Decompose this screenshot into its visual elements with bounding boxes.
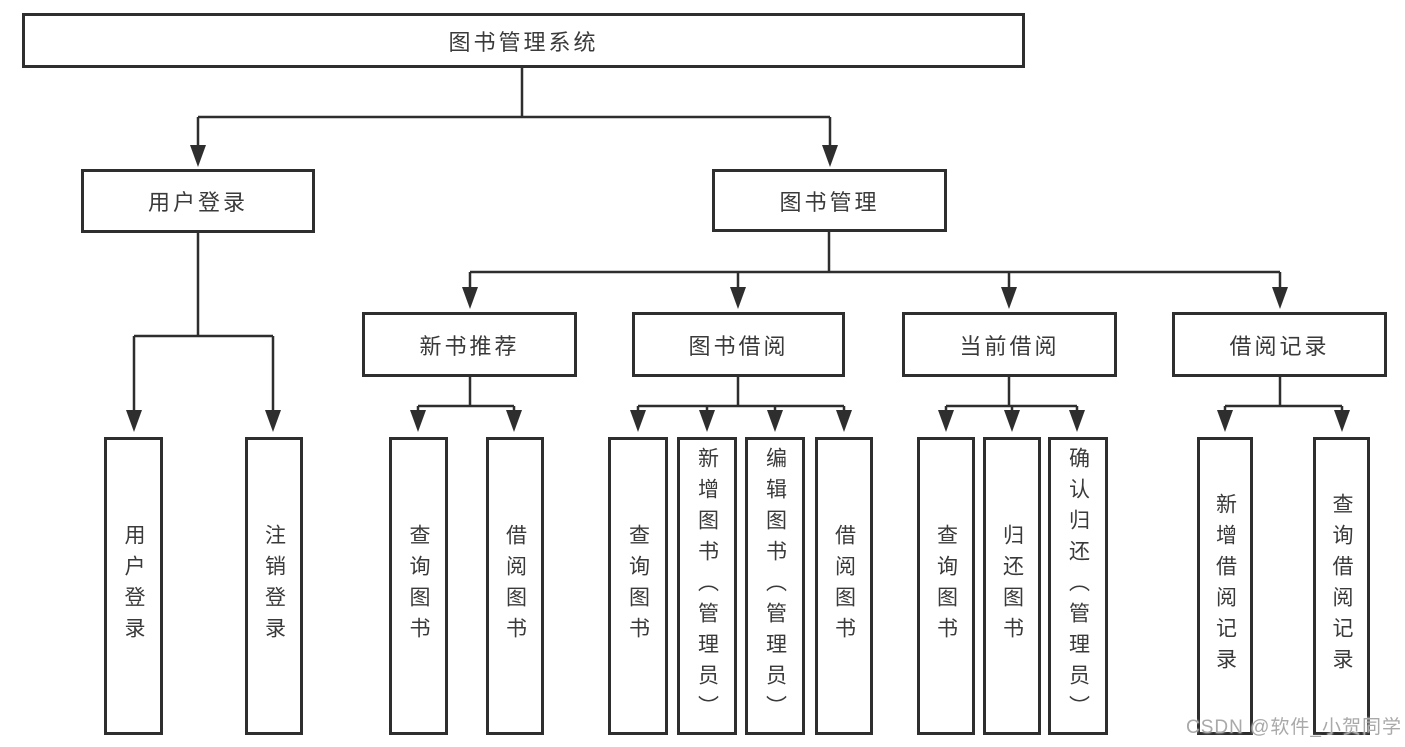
tree-edges [132,68,1344,413]
csdn-watermark: CSDN @软件_小贺同学 [1186,717,1402,738]
leaf-borrow-books-recommend: 借阅图书 [486,437,544,735]
node-book-management: 图书管理 [712,169,947,232]
node-current-borrowing: 当前借阅 [902,312,1117,377]
arrowheads [126,145,1350,432]
node-new-book-recommendation: 新书推荐 [362,312,577,377]
leaf-add-books-admin: 新增图书（管理员） [677,437,737,735]
leaf-query-borrow-record: 查询借阅记录 [1313,437,1370,735]
node-user-login: 用户登录 [81,169,315,233]
leaf-confirm-return-admin: 确认归还（管理员） [1048,437,1108,735]
leaf-borrow-books-borrowing: 借阅图书 [815,437,873,735]
leaf-return-books: 归还图书 [983,437,1041,735]
leaf-query-books-current: 查询图书 [917,437,975,735]
leaf-user-login: 用户登录 [104,437,163,735]
node-library-management-system: 图书管理系统 [22,13,1025,68]
leaf-edit-books-admin: 编辑图书（管理员） [745,437,805,735]
leaf-logout: 注销登录 [245,437,303,735]
leaf-query-books-recommend: 查询图书 [389,437,448,735]
node-borrowing-records: 借阅记录 [1172,312,1387,377]
node-book-borrowing: 图书借阅 [632,312,845,377]
leaf-add-borrow-record: 新增借阅记录 [1197,437,1253,735]
leaf-query-books-borrowing: 查询图书 [608,437,668,735]
